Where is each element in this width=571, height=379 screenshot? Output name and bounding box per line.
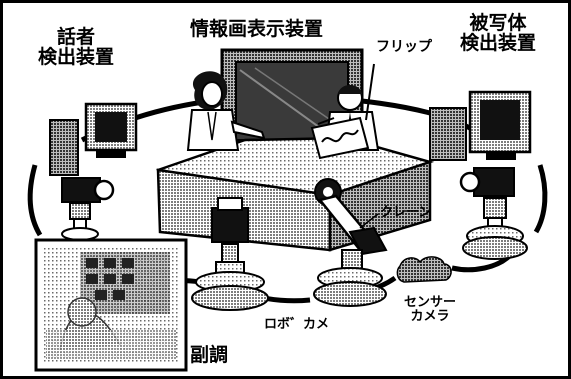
- subject-label-line2: 検出装置: [460, 31, 537, 54]
- connection-right: [533, 164, 548, 234]
- crane-pointer-line: [359, 213, 379, 229]
- info-display-label: 情報画表示装置: [190, 18, 324, 40]
- sub-control-label: 副調: [190, 344, 229, 366]
- right-camera: [459, 167, 528, 260]
- sensor-camera-label: センサー カメラ: [404, 296, 456, 323]
- sub-control-photo: [34, 238, 188, 372]
- presenter-left: [186, 71, 266, 151]
- flip-label: フリップ: [376, 39, 432, 55]
- sensor-camera: [396, 256, 452, 283]
- crane-camera: [313, 178, 388, 307]
- flip-pointer-line: [365, 63, 375, 121]
- crane-label: クレーン: [380, 205, 432, 220]
- flip-board: [310, 116, 370, 160]
- speaker-detector-computer: [49, 102, 138, 176]
- sensor-label-line1: センサー: [404, 295, 457, 310]
- connection-left: [27, 164, 43, 237]
- robo-camera-label: ロボ゛カメ: [264, 317, 330, 332]
- subject-detector-computer: [429, 90, 532, 161]
- speaker-detector-label: 話者 検出装置: [38, 26, 115, 68]
- desk: [156, 136, 435, 252]
- subject-label-line1: 被写体: [469, 12, 527, 34]
- sensor-label-line2: カメラ: [410, 308, 450, 324]
- speaker-label-line1: 話者: [57, 26, 96, 48]
- robot-camera: [191, 197, 269, 311]
- left-camera: [61, 177, 115, 241]
- speaker-label-line2: 検出装置: [38, 45, 115, 68]
- subject-detector-label: 被写体 検出装置: [460, 12, 537, 54]
